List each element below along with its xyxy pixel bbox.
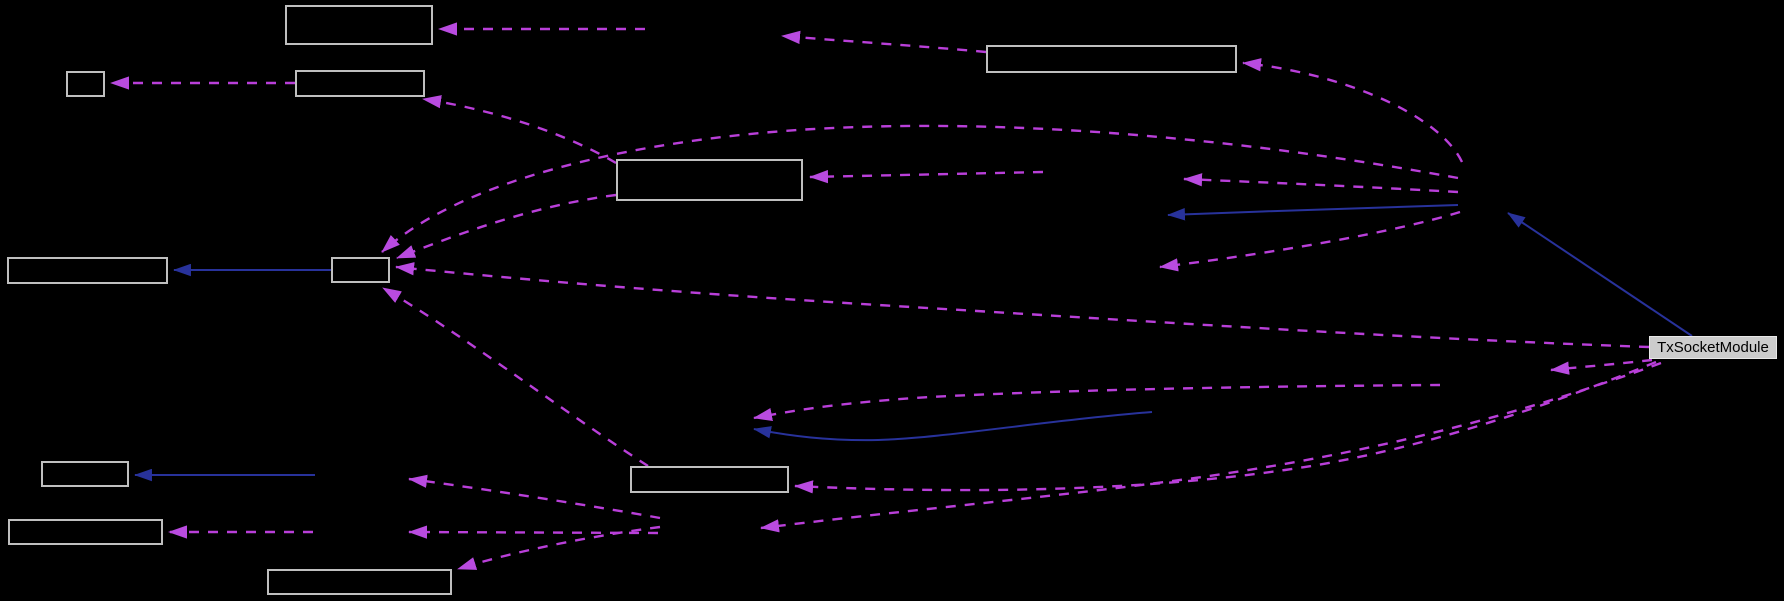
edge-hidden-far-right-to-hidden-mid-right2: [1167, 204, 1459, 221]
node-txsocketmodule[interactable]: TxSocketModule: [1649, 336, 1777, 359]
edge-hidden-far-right-to-hidden-mid-right: [1183, 173, 1459, 194]
node-box-small-left[interactable]: [41, 461, 129, 487]
node-box-center-bottom[interactable]: [630, 466, 789, 493]
node-box-small-upper[interactable]: [66, 71, 105, 97]
edge-txsocketmodule-to-box-center-bottom: [794, 360, 1657, 494]
node-box-bottom[interactable]: [267, 569, 452, 595]
edge-box-middle-to-box-row2: [422, 95, 617, 165]
edge-hidden-bottom-mid-to-hidden-left-mid: [408, 474, 661, 520]
node-box-left-lower[interactable]: [8, 519, 163, 545]
edge-box-top-right-to-hidden-top: [781, 30, 987, 54]
edge-hidden-far-right-to-box-hub: [381, 124, 1459, 253]
node-box-left-wide[interactable]: [7, 257, 168, 284]
node-box-middle[interactable]: [616, 159, 803, 201]
edge-txsocketmodule-to-hidden-far-right: [1507, 212, 1693, 337]
node-box-hub[interactable]: [331, 257, 390, 283]
edge-hidden-mid-right-to-box-middle: [809, 169, 1044, 184]
edge-txsocketmodule-to-hidden-bottom-mid: [760, 361, 1662, 533]
node-box-row2[interactable]: [295, 70, 425, 97]
edge-box-middle-to-box-hub: [396, 193, 617, 260]
edge-hidden-far-right-to-hidden-mid-right3: [1159, 210, 1461, 272]
node-box-top-right[interactable]: [986, 45, 1237, 73]
edges-group: [110, 22, 1693, 571]
edge-hidden-blue-right-to-hidden-center-low: [753, 411, 1153, 442]
edge-hidden-far-right-to-box-top-right: [1242, 58, 1464, 163]
edge-txsocketmodule-to-box-hub: [395, 262, 1650, 349]
edge-hidden-bottom-mid-to-box-bottom: [457, 525, 661, 571]
node-box-top-left[interactable]: [285, 5, 433, 45]
edge-hidden-right-small-to-hidden-center-low: [753, 383, 1441, 422]
edge-box-center-bottom-to-box-hub: [382, 286, 649, 468]
